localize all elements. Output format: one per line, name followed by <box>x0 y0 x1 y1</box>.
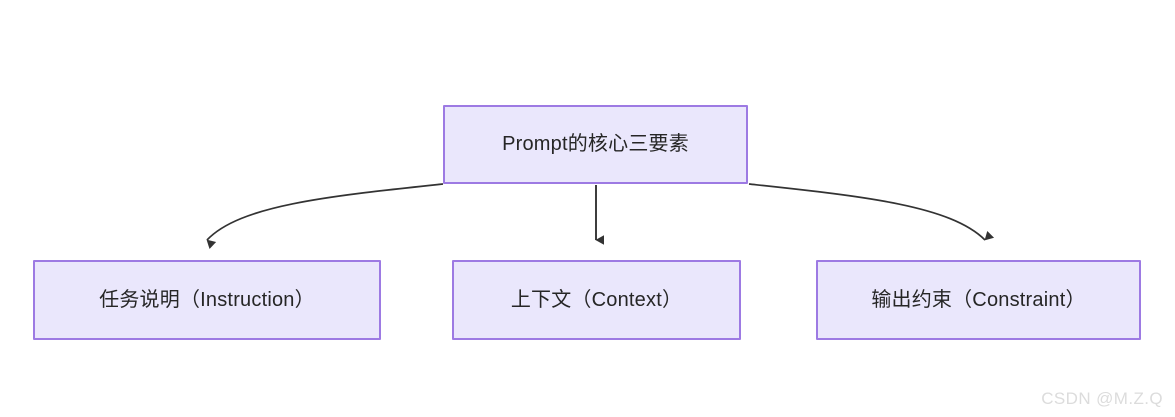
edge-root-to-constraint <box>748 183 995 241</box>
node-prompt-core-elements[interactable]: Prompt的核心三要素 <box>443 105 748 184</box>
node-instruction[interactable]: 任务说明（Instruction） <box>33 260 381 340</box>
node-constraint-label: 输出约束（Constraint） <box>871 288 1086 311</box>
node-instruction-label: 任务说明（Instruction） <box>99 288 315 311</box>
node-root-label: Prompt的核心三要素 <box>502 133 689 155</box>
node-context-label: 上下文（Context） <box>510 288 683 311</box>
node-context[interactable]: 上下文（Context） <box>452 260 741 340</box>
edge-root-to-instruction <box>206 183 444 249</box>
watermark: CSDN @M.Z.Q <box>1041 389 1163 408</box>
node-constraint[interactable]: 输出约束（Constraint） <box>816 260 1141 340</box>
